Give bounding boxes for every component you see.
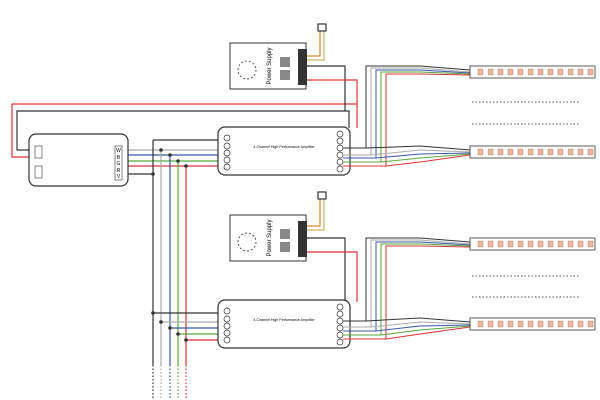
led-chip (587, 320, 594, 328)
led-chip (477, 148, 484, 156)
led-chip (587, 68, 594, 76)
led-chip (537, 148, 544, 156)
led-chip (557, 240, 564, 248)
led-chip (537, 68, 544, 76)
led-chip (567, 68, 574, 76)
controller-terminals: W B G R V (114, 145, 123, 181)
led-chip (527, 68, 534, 76)
amplifier-1-label: 4-Channel High Performance Amplifier (253, 145, 315, 149)
led-chip (507, 240, 514, 248)
amplifier-1: 4-Channel High Performance Amplifier (217, 126, 351, 176)
led-chip (487, 320, 494, 328)
led-chip (567, 240, 574, 248)
led-chip (477, 68, 484, 76)
led-chip (497, 320, 504, 328)
led-chip (497, 148, 504, 156)
led-chip (567, 148, 574, 156)
signal-bus (128, 139, 220, 398)
terminal-v: V (117, 174, 121, 180)
led-chip (527, 148, 534, 156)
psu2-label: Power Supply (267, 219, 273, 256)
led-chip (507, 148, 514, 156)
controller-power-wires (11, 103, 358, 158)
led-chip (537, 320, 544, 328)
led-strips (469, 65, 596, 331)
led-chip (587, 240, 594, 248)
led-chip (567, 320, 574, 328)
led-chip (477, 240, 484, 248)
psu1-wires (306, 23, 358, 111)
power-supply-1: Power Supply (229, 42, 307, 90)
led-chip (587, 148, 594, 156)
controller: W B G R V (28, 133, 129, 187)
led-chip (517, 240, 524, 248)
led-chip (517, 320, 524, 328)
led-chip (517, 148, 524, 156)
terminal-r: R (117, 168, 121, 174)
led-chip (517, 68, 524, 76)
led-chip (557, 148, 564, 156)
led-chip (557, 68, 564, 76)
led-chip (497, 240, 504, 248)
led-chip (547, 68, 554, 76)
psu1-label: Power Supply (267, 47, 273, 84)
led-chip (577, 240, 584, 248)
led-chip (507, 320, 514, 328)
output-wires (343, 65, 471, 340)
led-chips (477, 68, 594, 328)
led-chip (547, 320, 554, 328)
led-chip (577, 148, 584, 156)
led-chip (507, 68, 514, 76)
power-supply-2: Power Supply (229, 214, 307, 262)
led-chip (547, 240, 554, 248)
psu2-wires (306, 191, 358, 302)
led-chip (487, 148, 494, 156)
led-chip (537, 240, 544, 248)
led-chip (577, 68, 584, 76)
amplifier-2: 4-Channel High Performance Amplifier (217, 299, 351, 349)
terminal-w: W (116, 148, 121, 154)
led-chip (497, 68, 504, 76)
led-chip (527, 240, 534, 248)
led-chip (527, 320, 534, 328)
led-chip (487, 240, 494, 248)
led-chip (477, 320, 484, 328)
terminal-g: G (117, 161, 121, 167)
amplifier-2-label: 4-Channel High Performance Amplifier (253, 318, 315, 322)
led-chip (487, 68, 494, 76)
led-chip (547, 148, 554, 156)
led-chip (577, 320, 584, 328)
led-chip (557, 320, 564, 328)
terminal-b: B (117, 155, 121, 161)
continuation-dots (472, 101, 580, 298)
